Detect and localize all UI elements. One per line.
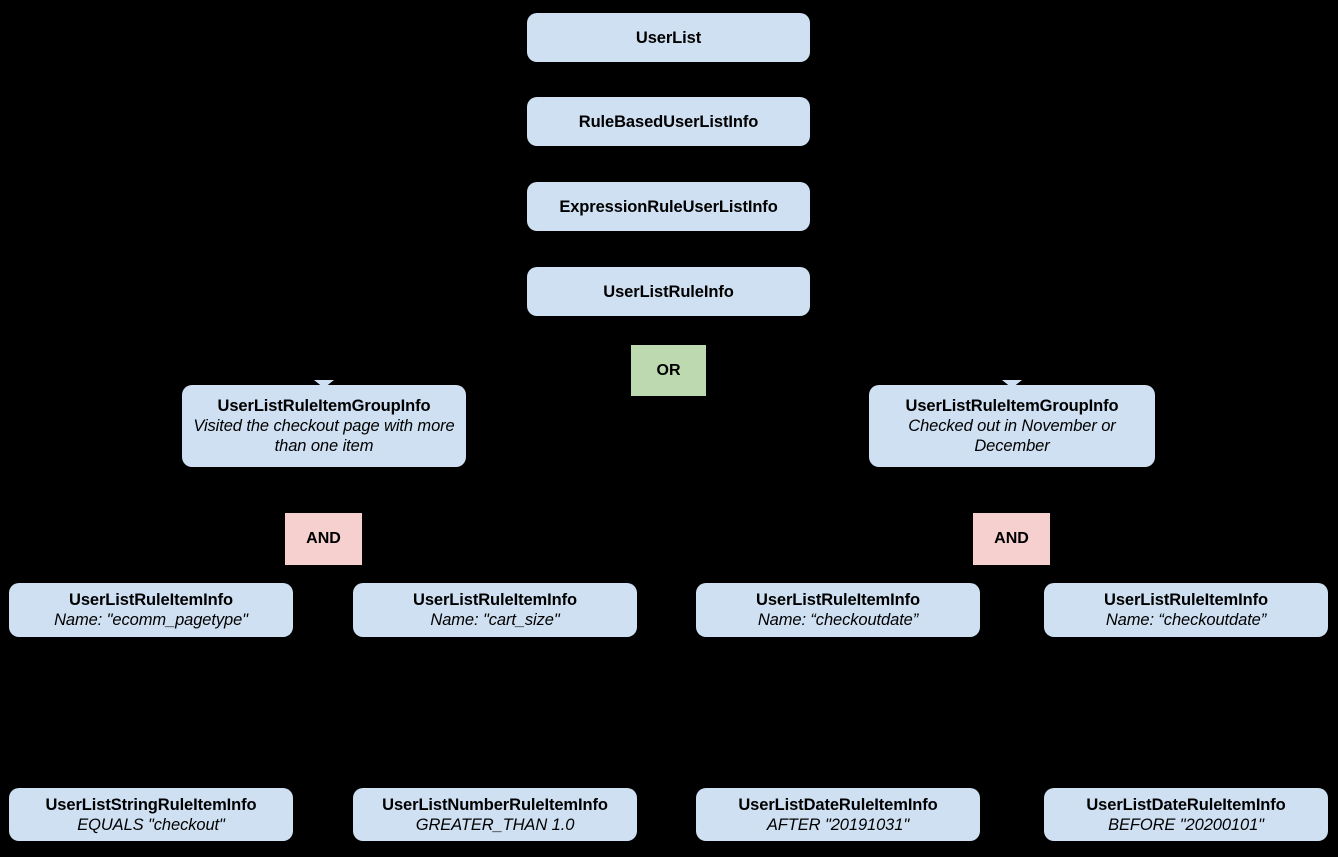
node-userlistruleinfo-title: UserListRuleInfo (603, 282, 734, 301)
node-dateruleitem-after[interactable]: UserListDateRuleItemInfo AFTER "20191031… (696, 788, 980, 841)
edge-or-to-left-group-horizontal (324, 394, 669, 397)
operator-and-right[interactable]: AND (973, 513, 1050, 565)
operator-and-left-label: AND (306, 530, 341, 547)
node-dateruleitem-before-subtitle: BEFORE "20200101" (1108, 815, 1264, 834)
node-ruleitem-checkoutdate-after[interactable]: UserListRuleItemInfo Name: “checkoutdate… (696, 583, 980, 637)
node-ruleitem-checkoutdate-after-title: UserListRuleItemInfo (756, 591, 920, 609)
node-dateruleitem-before-title: UserListDateRuleItemInfo (1086, 795, 1286, 814)
node-ruleitem-checkoutdate-before-title: UserListRuleItemInfo (1104, 591, 1268, 609)
edge-item2-to-typed2 (494, 637, 497, 788)
edge-ruleinfo-to-or (667, 316, 670, 345)
node-ruleitem-cart-size[interactable]: UserListRuleItemInfo Name: "cart_size" (353, 583, 637, 637)
node-expressionruleuserlistinfo[interactable]: ExpressionRuleUserListInfo (527, 182, 810, 231)
operator-and-left[interactable]: AND (285, 513, 362, 565)
node-dateruleitem-before[interactable]: UserListDateRuleItemInfo BEFORE "2020010… (1044, 788, 1328, 841)
edge-and-left-to-item2 (494, 563, 497, 583)
node-numberruleitem-greater-than[interactable]: UserListNumberRuleItemInfo GREATER_THAN … (353, 788, 637, 841)
node-dateruleitem-after-title: UserListDateRuleItemInfo (738, 795, 938, 814)
node-ruleitem-ecomm-pagetype-subtitle: Name: "ecomm_pagetype" (54, 611, 248, 629)
edge-or-to-right-group-horizontal (669, 394, 1014, 397)
node-userlist[interactable]: UserList (527, 13, 810, 62)
node-dateruleitem-after-subtitle: AFTER "20191031" (766, 815, 910, 834)
node-expressionruleuserlistinfo-title: ExpressionRuleUserListInfo (559, 197, 778, 216)
node-stringruleitem-equals-checkout-title: UserListStringRuleItemInfo (45, 795, 257, 814)
node-numberruleitem-greater-than-title: UserListNumberRuleItemInfo (382, 795, 608, 814)
node-ruleitem-cart-size-subtitle: Name: "cart_size" (430, 611, 560, 629)
edge-item3-to-typed3 (837, 637, 840, 788)
node-group-left[interactable]: UserListRuleItemGroupInfo Visited the ch… (182, 385, 466, 467)
node-userlistruleinfo[interactable]: UserListRuleInfo (527, 267, 810, 316)
node-ruleitem-checkoutdate-before-subtitle: Name: “checkoutdate” (1105, 611, 1267, 629)
edge-item1-to-typed1 (150, 637, 153, 788)
node-ruleitem-checkoutdate-after-subtitle: Name: “checkoutdate” (757, 611, 919, 629)
edge-right-group-to-and (1010, 467, 1013, 513)
arrowhead-right-group (1002, 380, 1022, 388)
edge-rulebased-to-expression (667, 146, 670, 182)
operator-or-label: OR (656, 361, 681, 379)
edge-expression-to-ruleinfo (667, 231, 670, 267)
node-rulebaseduserlistinfo-title: RuleBasedUserListInfo (578, 112, 759, 131)
node-group-right[interactable]: UserListRuleItemGroupInfo Checked out in… (869, 385, 1155, 467)
node-numberruleitem-greater-than-subtitle: GREATER_THAN 1.0 (415, 815, 575, 834)
node-ruleitem-ecomm-pagetype[interactable]: UserListRuleItemInfo Name: "ecomm_pagety… (9, 583, 293, 637)
node-stringruleitem-equals-checkout[interactable]: UserListStringRuleItemInfo EQUALS "check… (9, 788, 293, 841)
node-group-right-subtitle: Checked out in November or December (908, 417, 1116, 455)
node-ruleitem-checkoutdate-before[interactable]: UserListRuleItemInfo Name: “checkoutdate… (1044, 583, 1328, 637)
edge-left-group-to-and (322, 467, 325, 513)
edge-userlist-to-rulebased (667, 62, 670, 97)
node-group-right-title: UserListRuleItemGroupInfo (905, 397, 1119, 415)
operator-and-right-label: AND (994, 530, 1029, 547)
node-group-left-title: UserListRuleItemGroupInfo (217, 397, 431, 415)
node-stringruleitem-equals-checkout-subtitle: EQUALS "checkout" (77, 815, 225, 834)
operator-or[interactable]: OR (631, 345, 706, 396)
edge-item4-to-typed4 (1184, 637, 1187, 788)
node-ruleitem-ecomm-pagetype-title: UserListRuleItemInfo (69, 591, 233, 609)
edge-and-right-to-item4 (1184, 563, 1187, 583)
node-rulebaseduserlistinfo[interactable]: RuleBasedUserListInfo (527, 97, 810, 146)
edge-and-right-to-item3 (837, 563, 840, 583)
edge-and-left-to-item1 (150, 563, 153, 583)
node-userlist-title: UserList (635, 28, 702, 47)
arrowhead-left-group (314, 380, 334, 388)
node-ruleitem-cart-size-title: UserListRuleItemInfo (413, 591, 577, 609)
node-group-left-subtitle: Visited the checkout page with more than… (193, 417, 455, 455)
